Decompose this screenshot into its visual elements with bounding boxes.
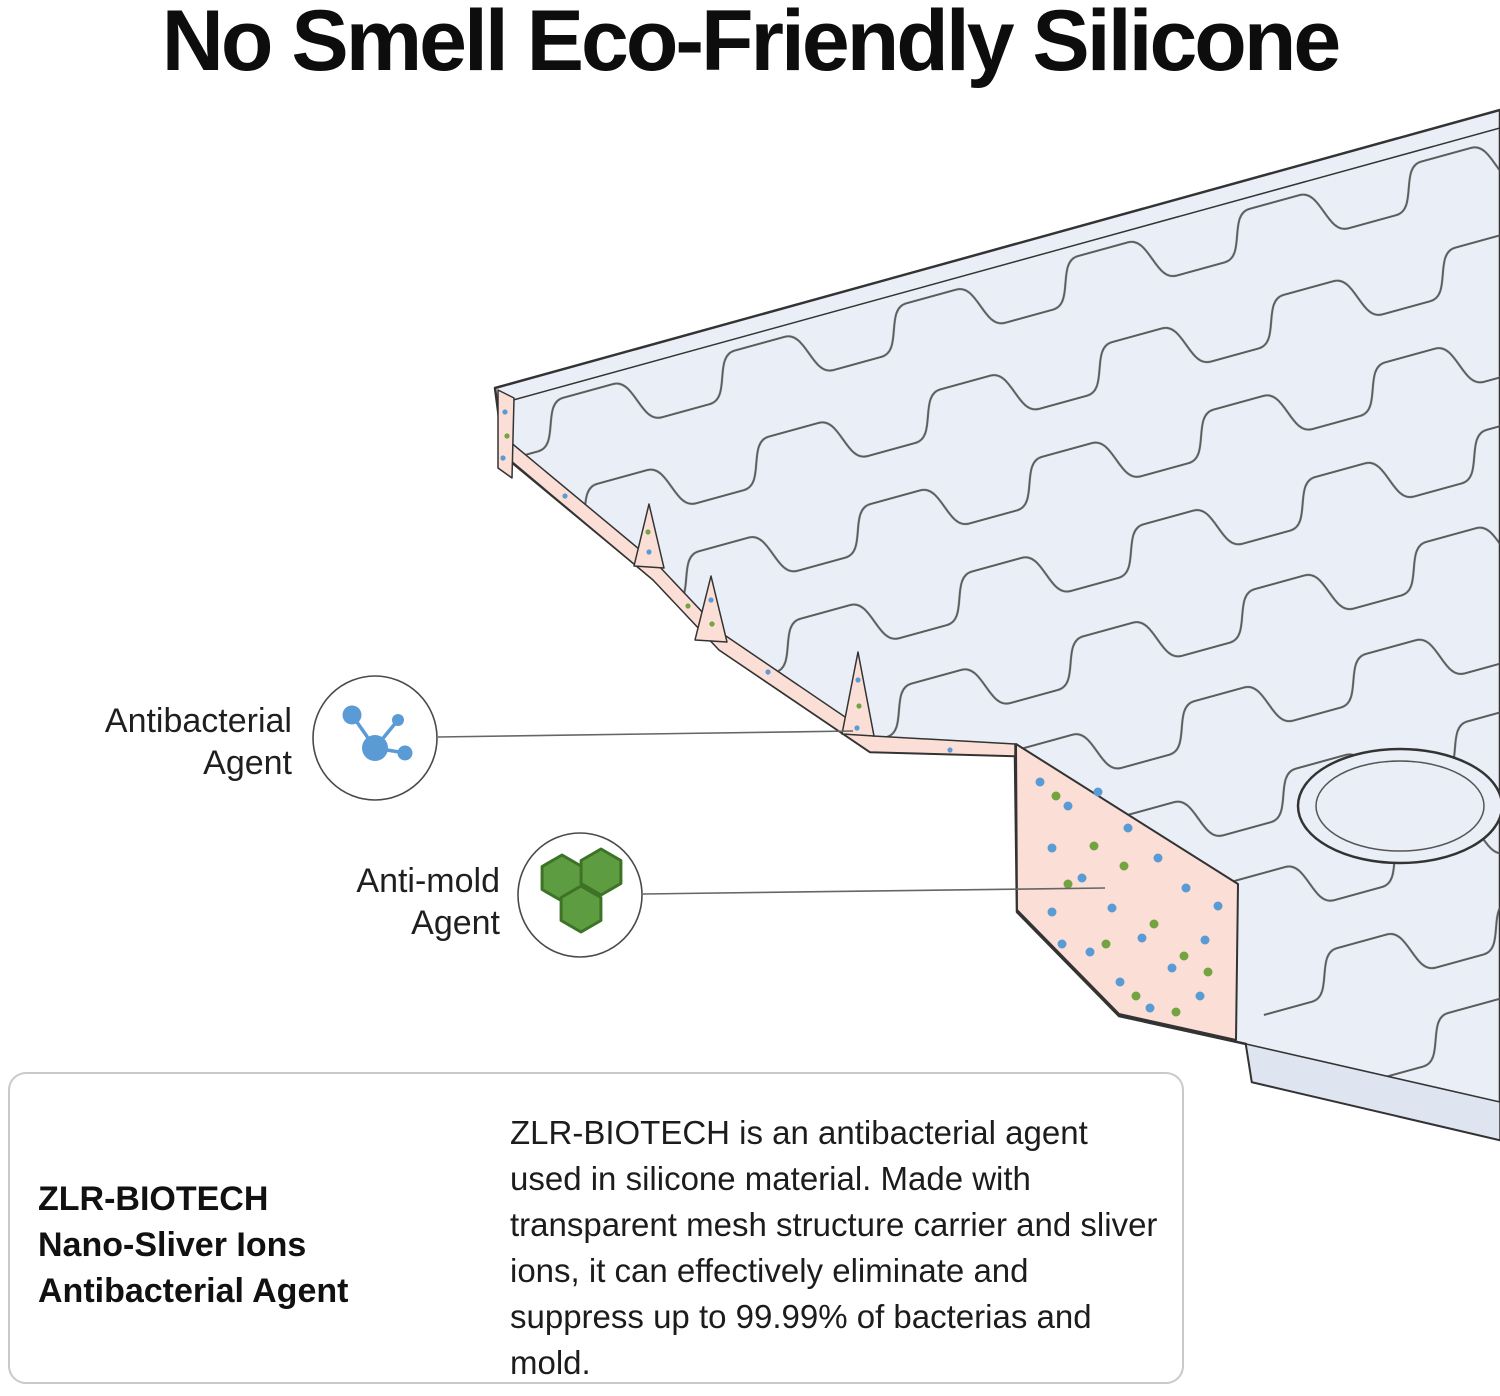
antimold-label-line2: Agent (411, 904, 500, 942)
info-box: ZLR-BIOTECH Nano-Sliver Ions Antibacteri… (8, 1072, 1184, 1384)
callout-circle-antimold (517, 832, 643, 958)
antibacterial-label-line2: Agent (203, 744, 292, 782)
connector-line-antimold (642, 887, 1106, 895)
antibacterial-label: Antibacterial Agent (40, 700, 292, 784)
round-recess (1296, 747, 1500, 865)
info-box-description: ZLR-BIOTECH is an antibacterial agent us… (510, 1114, 1158, 1381)
molecule-icon (342, 705, 413, 761)
antimold-dots (1051, 791, 1213, 1017)
silicone-mat (493, 108, 1500, 1142)
connector-line-antibacterial (437, 730, 854, 738)
mat-front-side (1245, 1043, 1500, 1141)
cut-strip-dots (500, 409, 953, 753)
antimold-label: Anti-mold Agent (290, 860, 500, 944)
antibacterial-label-line1: Antibacterial (104, 702, 292, 740)
antibacterial-dots (1035, 777, 1223, 1013)
callout-circle-antibacterial (312, 675, 438, 801)
cut-strip (497, 389, 1016, 757)
cut-face-large (1015, 743, 1239, 1041)
info-heading-line1: ZLR-BIOTECH (38, 1180, 269, 1218)
info-heading-line3: Antibacterial Agent (38, 1272, 349, 1310)
mat-top-surface (493, 108, 1500, 1142)
info-heading-line2: Nano-Sliver Ions (38, 1226, 307, 1264)
mat-rim-line (505, 127, 1500, 403)
antimold-label-line1: Anti-mold (356, 862, 500, 900)
info-box-heading: ZLR-BIOTECH Nano-Sliver Ions Antibacteri… (38, 1176, 348, 1314)
page-title: No Smell Eco-Friendly Silicone (161, 0, 1341, 89)
